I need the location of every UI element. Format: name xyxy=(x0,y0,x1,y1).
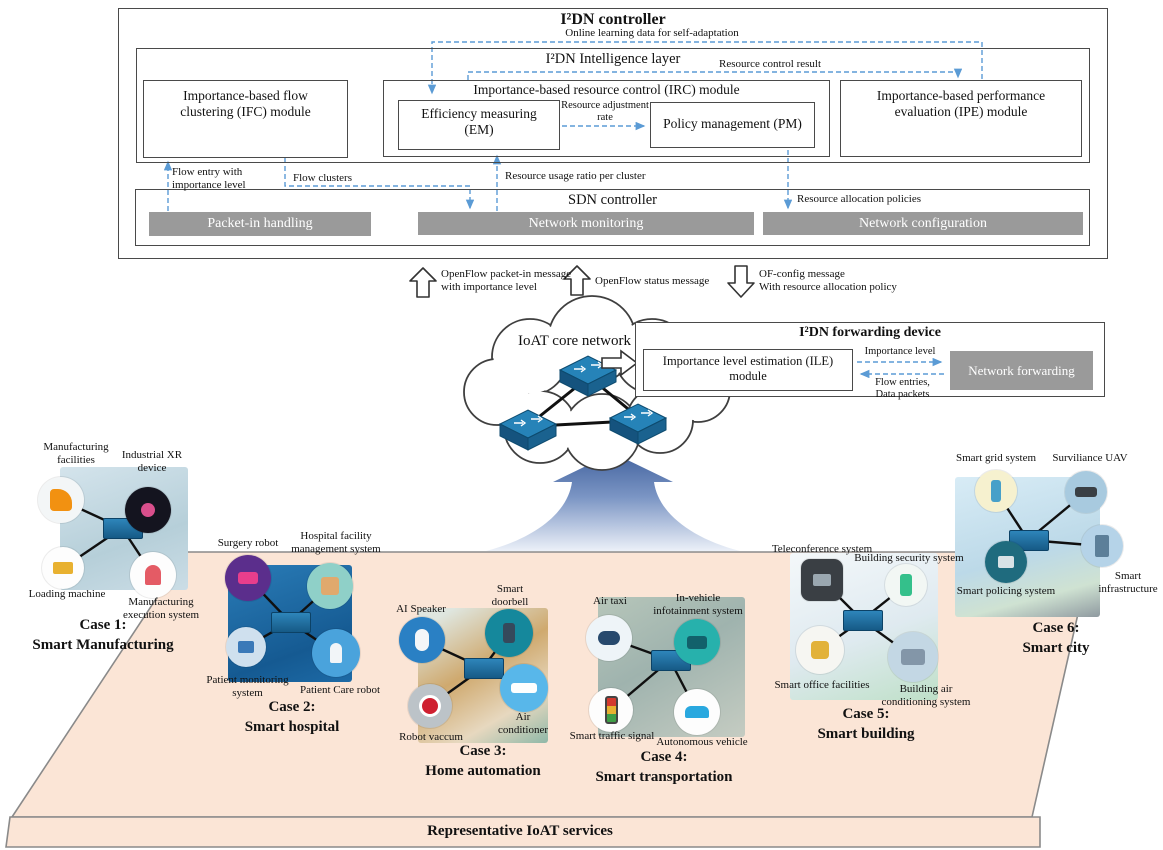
xr-headset-icon xyxy=(125,487,171,533)
case5-title: Case 5: Smart building xyxy=(817,706,915,743)
packet-in-up-arrow xyxy=(409,267,437,298)
device-label: Air taxi xyxy=(593,595,627,607)
device-label: Loading machine xyxy=(28,588,106,600)
device-label: Smart policing system xyxy=(956,585,1056,597)
network-forwarding-module: Network forwarding xyxy=(950,351,1093,390)
device-label: Surgery robot xyxy=(217,537,279,549)
case2-title: Case 2: Smart hospital xyxy=(244,699,340,736)
resource-adjustment-rate-label: Resource adjustment rate xyxy=(561,100,649,124)
device-label: Smart traffic signal xyxy=(569,730,655,742)
case5-switch-icon xyxy=(843,610,883,631)
autonomous-vehicle-icon xyxy=(674,689,720,735)
flow-entries-label: Flow entries, Data packets xyxy=(855,377,950,402)
smart-doorbell-icon xyxy=(485,609,533,657)
ile-module-label: Importance level estimation (ILE) module xyxy=(662,354,834,383)
case1-title: Case 1: Smart Manufacturing xyxy=(32,617,174,654)
case6-title: Case 6: Smart city xyxy=(1022,620,1090,657)
intelligence-layer-title: I²DN Intelligence layer xyxy=(545,51,681,67)
device-label: Air conditioner xyxy=(497,711,549,736)
importance-level-label: Importance level xyxy=(864,346,936,357)
flow-entries-line2: Data packets xyxy=(875,389,930,401)
packet-in-message-line2: with importance level xyxy=(441,280,537,293)
building-security-icon xyxy=(885,564,927,606)
care-robot-icon xyxy=(312,629,360,677)
forwarding-device-title: I²DN forwarding device xyxy=(799,325,941,340)
flow-entry-label: Flow entry with importance level xyxy=(172,166,246,191)
flow-clusters-label: Flow clusters xyxy=(293,172,352,184)
smart-grid-icon xyxy=(975,470,1017,512)
pm-module-box xyxy=(650,102,815,148)
ai-speaker-icon xyxy=(399,617,445,663)
of-config-down-arrow xyxy=(727,265,755,298)
device-label: In-vehicle infotainment system xyxy=(653,592,743,617)
packet-in-handling-module: Packet-in handling xyxy=(149,212,371,236)
case3-title: Case 3: Home automation xyxy=(425,743,541,780)
smart-policing-icon xyxy=(985,541,1027,583)
em-module-label: Efficiency measuring (EM) xyxy=(421,106,537,137)
ifc-module-box xyxy=(143,80,348,158)
device-label: Patient Care robot xyxy=(299,684,381,696)
building-ac-icon xyxy=(888,632,938,682)
network-configuration-module: Network configuration xyxy=(763,212,1083,235)
device-label: Surviliance UAV xyxy=(1052,452,1128,464)
patient-monitoring-icon xyxy=(226,627,266,667)
traffic-signal-icon xyxy=(589,688,633,732)
hospital-facility-icon xyxy=(307,563,353,609)
sdn-controller-box xyxy=(135,189,1090,246)
device-label: Smart grid system xyxy=(955,452,1037,464)
irc-module-title: Importance-based resource control (IRC) … xyxy=(473,82,740,97)
of-config-message-line2: With resource allocation policy xyxy=(759,280,897,293)
case3-switch-icon xyxy=(464,658,504,679)
ifc-module-label: Importance-based flow clustering (IFC) m… xyxy=(180,88,311,119)
device-label: Smart infrastructure xyxy=(1098,570,1158,595)
case4-title: Case 4: Smart transportation xyxy=(595,749,733,786)
i2dn-controller-box xyxy=(118,8,1108,259)
of-config-message-label: OF-config message With resource allocati… xyxy=(759,268,924,294)
surveillance-uav-icon xyxy=(1065,471,1107,513)
resource-control-result-label: Resource control result xyxy=(718,58,822,70)
device-label: Industrial XR device xyxy=(121,449,183,474)
flow-entries-line1: Flow entries, xyxy=(875,377,930,388)
resource-allocation-label: Resource allocation policies xyxy=(797,193,922,205)
loading-machine-icon xyxy=(42,547,84,589)
teleconference-icon xyxy=(801,559,843,601)
device-label: Smart office facilities xyxy=(774,679,870,691)
device-label: Hospital facility management system xyxy=(291,530,381,555)
pm-module-label: Policy management (PM) xyxy=(663,116,802,131)
smart-office-icon xyxy=(796,626,844,674)
online-learning-label: Online learning data for self-adaptation xyxy=(565,27,739,39)
core-network-label: IoAT core network xyxy=(517,333,632,349)
switch-icon xyxy=(608,403,668,445)
packet-in-message-line1: OpenFlow packet-in message xyxy=(441,268,572,280)
em-module-box xyxy=(398,100,560,150)
of-config-message-line1: OF-config message xyxy=(759,268,845,280)
device-label: Patient monitoring system xyxy=(206,674,289,699)
switch-icon xyxy=(558,355,618,397)
services-footer-label: Representative IoAT services xyxy=(427,823,613,839)
cloud-to-device-arrow xyxy=(601,349,639,377)
robot-vacuum-icon xyxy=(408,684,452,728)
services-to-network-arrow xyxy=(486,453,740,551)
status-message-label: OpenFlow status message xyxy=(595,275,710,287)
switch-icon xyxy=(498,409,558,451)
mes-icon xyxy=(130,552,176,598)
i2dn-controller-title: I²DN controller xyxy=(560,11,666,28)
network-monitoring-module: Network monitoring xyxy=(418,212,754,235)
packet-in-message-label: OpenFlow packet-in message with importan… xyxy=(441,268,576,294)
device-label: Building security system xyxy=(854,552,964,564)
device-label: AI Speaker xyxy=(396,603,446,615)
ipe-module-label: Importance-based performance evaluation … xyxy=(876,88,1046,119)
resource-usage-label: Resource usage ratio per cluster xyxy=(505,170,646,182)
robot-arm-icon xyxy=(38,477,84,523)
device-label: Smart doorbell xyxy=(491,583,529,608)
case2-switch-icon xyxy=(271,612,311,633)
infotainment-icon xyxy=(674,619,720,665)
air-taxi-icon xyxy=(586,615,632,661)
smart-infrastructure-icon xyxy=(1081,525,1123,567)
switch-links xyxy=(534,378,634,428)
device-label: Manufacturing facilities xyxy=(43,441,109,466)
sdn-controller-title: SDN controller xyxy=(568,192,657,208)
surgery-robot-icon xyxy=(225,555,271,601)
air-conditioner-icon xyxy=(500,664,548,712)
